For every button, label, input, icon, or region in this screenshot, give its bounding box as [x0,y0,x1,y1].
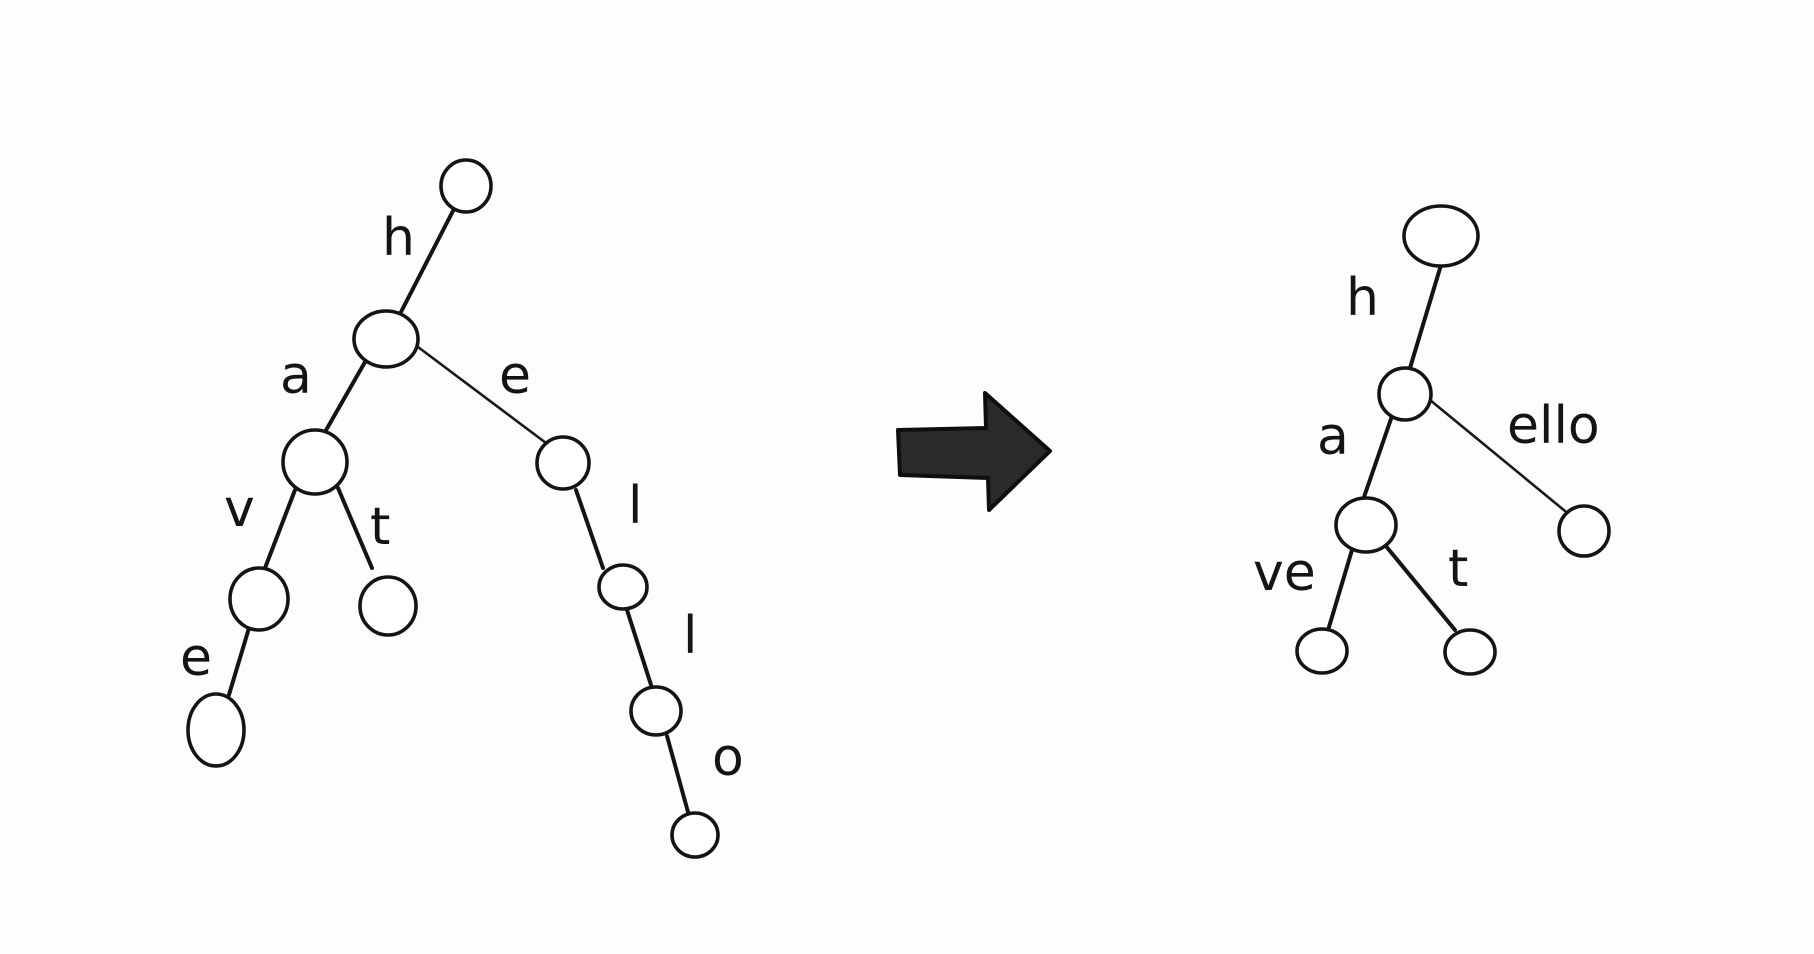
edge-a-ve [1327,548,1354,629]
trie-node [597,563,649,611]
edge-v-e [226,626,251,700]
edge-label: a [280,346,312,406]
edge-e-l [574,488,605,570]
edge-label: v [224,479,255,539]
edge-h-a [1361,414,1394,502]
edge-label: t [370,497,390,557]
edge-label: e [180,628,212,688]
edge-label: l [683,606,697,666]
edge-label: o [712,728,744,788]
trie-node [1443,628,1497,676]
edge-a-t [336,486,374,570]
edge-root-h [399,205,457,314]
trie-node [439,158,493,214]
edge-h-e [412,342,548,445]
edge-a-v [263,488,297,570]
edge-label: h [1346,268,1379,328]
trie-node [281,428,349,496]
trie-node [629,685,683,737]
trie-node [670,811,720,859]
edge-a-t [1383,543,1457,632]
edge-root-h [1408,263,1443,370]
edge-label: ello [1507,396,1600,456]
left-trie: h a e v t e l l o [180,158,744,859]
edge-label: h [382,208,415,268]
right-trie: h a ello ve t [1253,204,1611,676]
edge-h-ello [1428,398,1567,513]
edge-label: l [628,476,642,536]
trie-node [1377,366,1433,422]
thick-right-arrow-icon [896,391,1052,512]
edge-l-o [665,734,690,814]
trie-node [358,575,418,637]
trie-node [1334,496,1398,554]
edge-h-a [323,360,367,434]
trie-node [535,435,591,491]
edge-label: ve [1253,543,1316,603]
edge-label: e [499,346,531,406]
edge-label: a [1317,407,1349,467]
trie-node [352,309,420,369]
trie-node [1402,204,1480,268]
edge-label: t [1448,539,1468,599]
trie-node [186,692,246,768]
trie-node [1557,504,1611,558]
trie-node [228,566,290,632]
edge-l-l [625,608,654,690]
trie-node [1295,627,1349,675]
